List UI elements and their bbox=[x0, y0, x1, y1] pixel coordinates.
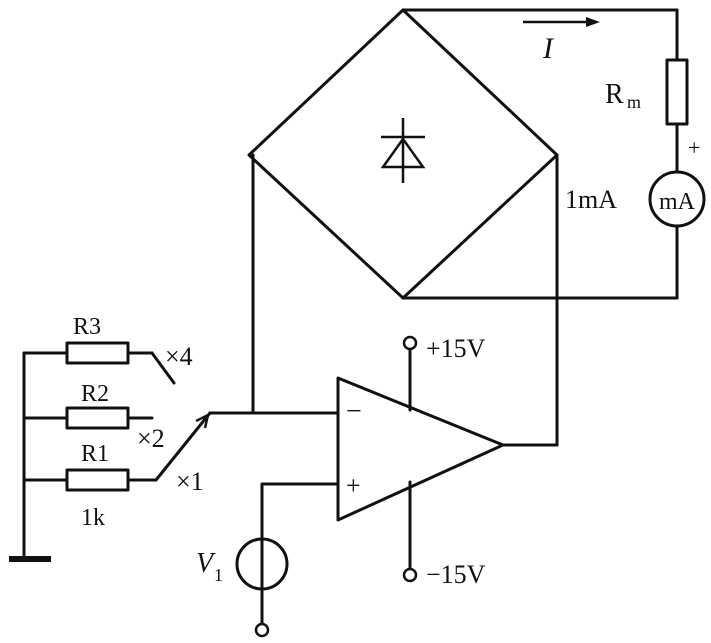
r1-label: R1 bbox=[81, 441, 109, 467]
r2-label: R2 bbox=[81, 381, 109, 407]
negative-supply-label: −15V bbox=[426, 560, 486, 589]
x1-label: ×1 bbox=[176, 467, 204, 496]
opamp-plus-label: + bbox=[346, 471, 361, 500]
r3-contact-lead bbox=[150, 351, 176, 385]
current-label: I bbox=[542, 32, 555, 65]
current-arrow bbox=[523, 17, 600, 27]
meter-range-label: 1mA bbox=[565, 185, 617, 214]
positive-supply-terminal bbox=[402, 335, 418, 351]
diode-symbol bbox=[380, 118, 426, 183]
rm-resistor bbox=[665, 58, 689, 126]
positive-supply-label: +15V bbox=[426, 334, 486, 363]
range-switch-arrow bbox=[195, 412, 210, 429]
negative-supply-terminal bbox=[402, 567, 418, 583]
op-amp bbox=[336, 376, 505, 522]
rm-label: R bbox=[605, 79, 624, 110]
r1-resistor bbox=[65, 468, 130, 492]
meter-plus-sign: + bbox=[688, 135, 700, 160]
r3-label: R3 bbox=[73, 314, 101, 340]
meter-symbol-label: mA bbox=[659, 189, 696, 215]
v1-label: V bbox=[196, 548, 216, 579]
range-switch-wiper bbox=[154, 411, 212, 482]
rm-subscript: m bbox=[627, 92, 641, 112]
x4-label: ×4 bbox=[165, 342, 193, 371]
v1-subscript: 1 bbox=[214, 565, 223, 585]
x2-label: ×2 bbox=[137, 424, 165, 453]
v1-terminal bbox=[254, 622, 270, 638]
r3-resistor bbox=[65, 341, 130, 365]
noninverting-input-wire bbox=[260, 482, 340, 541]
r1-value-label: 1k bbox=[81, 505, 105, 531]
r2-resistor bbox=[65, 406, 130, 430]
opamp-minus-label: − bbox=[346, 396, 362, 427]
